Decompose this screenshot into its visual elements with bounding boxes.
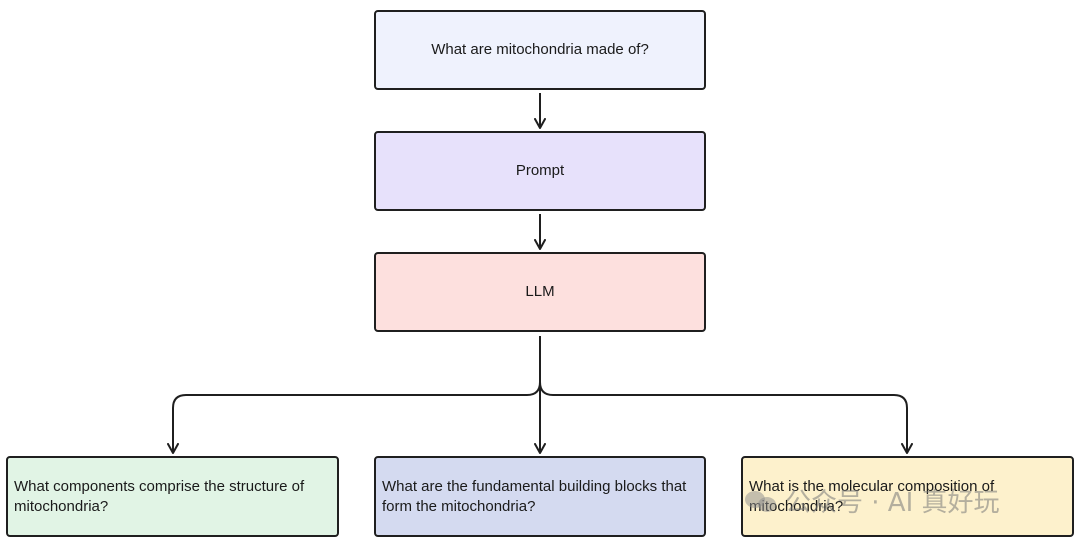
node-llm: LLM [374,252,706,332]
node-output-1-label: What components comprise the structure o… [14,477,305,515]
edge-llm-out3 [539,336,913,454]
node-output-2: What are the fundamental building blocks… [374,456,706,537]
node-output-1: What components comprise the structure o… [6,456,339,537]
node-question: What are mitochondria made of? [374,10,706,90]
edge-llm-out1 [167,336,541,454]
node-question-label: What are mitochondria made of? [431,41,649,58]
node-output-3-label: What is the molecular composition of mit… [749,477,995,515]
node-output-3: What is the molecular composition of mit… [741,456,1074,537]
node-prompt: Prompt [374,131,706,211]
node-prompt-label: Prompt [515,162,565,179]
node-output-2-label: What are the fundamental building blocks… [382,477,687,515]
node-llm-label: LLM [525,283,555,300]
